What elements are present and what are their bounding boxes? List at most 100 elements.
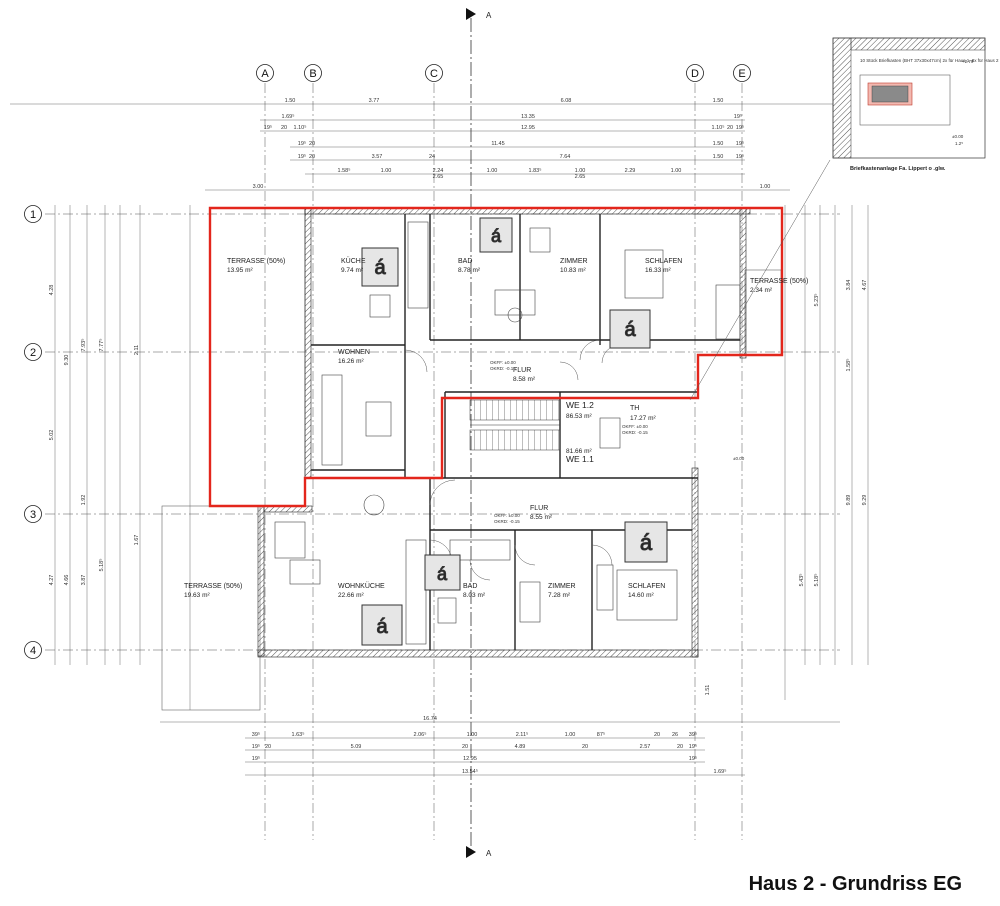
- dim-top-6-2: 1.00: [381, 168, 392, 174]
- dim-bottom-4-1: 19⁵: [252, 755, 260, 762]
- dim-left-10: 5.18⁵: [98, 559, 105, 572]
- room-name-terrasse-nw: TERRASSE (50%): [227, 258, 285, 265]
- dim-bottom-3-1: 19⁵: [252, 743, 260, 750]
- inset-level-bottom: ±0.00: [952, 134, 964, 139]
- drawing-title: Haus 2 - Grundriss EG: [748, 873, 962, 895]
- right-dimension-lines: [784, 205, 869, 700]
- dim-right-7: 5.43⁵: [798, 574, 805, 587]
- dim-bottom-4-2: 12.95: [463, 756, 477, 762]
- room-name-zimmer-bottom: ZIMMER: [548, 583, 576, 590]
- room-area-zimmer-top: 10.83 m²: [560, 267, 586, 274]
- svg-text:á: á: [437, 564, 448, 584]
- dim-bottom-2-8: 20: [654, 732, 660, 738]
- room-area-terrasse-ne: 2.34 m²: [750, 287, 773, 294]
- bottom-dimension-text: 16.74 39⁵ 1.63⁵ 2.06⁵ 1.00 2.11⁵ 1.00 87…: [252, 716, 727, 775]
- right-dimension-text: 3.84 4.67 5.23⁵ 1.58⁵ 9.89 9.29 5.43⁵ 5.…: [705, 280, 868, 696]
- column-axes: [264, 83, 743, 840]
- dim-top-7-2: 2.65: [433, 174, 444, 180]
- dim-left-5: 2.11: [134, 345, 140, 355]
- column-axis-bubbles: A B C D E: [256, 64, 751, 82]
- svg-text:á: á: [376, 616, 388, 638]
- dim-right-9: 1.51: [705, 685, 711, 696]
- dim-top-3-7: 19⁵: [736, 124, 744, 131]
- dim-left-9: 3.87: [81, 575, 87, 586]
- level-okrd-bottom: OKRD: -0.15: [494, 519, 520, 524]
- dim-top-3-1: 19⁵: [264, 124, 272, 131]
- room-area-schlafen-top: 16.33 m²: [645, 267, 671, 274]
- axis-label-4: 4: [30, 645, 36, 657]
- room-name-kueche: KÜCHE: [341, 257, 366, 265]
- dim-top-4-2: 20: [309, 141, 315, 147]
- dim-top-4-1: 19⁵: [298, 140, 306, 147]
- inset-level-top: +2.79: [962, 59, 974, 64]
- room-name-zimmer-top: ZIMMER: [560, 258, 588, 265]
- axis-label-1: 1: [30, 209, 36, 221]
- room-area-th: 17.27 m²: [630, 415, 656, 422]
- inset-note: 10 Stück Briefkasten (BHT 37x30x47cm) 2x…: [860, 58, 999, 63]
- room-labels: TERRASSE (50%) 13.95 m² KÜCHE 9.74 m² BA…: [184, 257, 808, 599]
- room-area-wohnen: 16.26 m²: [338, 358, 364, 365]
- unit-area-we-1-1: 81.66 m²: [566, 448, 592, 455]
- dim-top-5-3: 3.57: [372, 154, 383, 160]
- dim-bottom-2-1: 39⁵: [252, 731, 260, 738]
- dim-top-7-1: 3.00: [253, 184, 264, 190]
- dim-top-7-3: 2.65: [575, 174, 586, 180]
- axis-label-3: 3: [30, 509, 36, 521]
- dim-top-2-2: 13.35: [521, 114, 535, 120]
- room-area-zimmer-bottom: 7.28 m²: [548, 592, 571, 599]
- room-name-schlafen-top: SCHLAFEN: [645, 258, 682, 265]
- room-name-terrasse-ne: TERRASSE (50%): [750, 278, 808, 285]
- dim-bottom-2-7: 87⁵: [597, 731, 605, 738]
- dim-bottom-3-2: 20: [265, 744, 271, 750]
- mailbox-inset: 10 Stück Briefkasten (BHT 37x30x47cm) 2x…: [832, 37, 999, 172]
- dim-top-3-6: 20: [727, 125, 733, 131]
- room-name-th: TH: [630, 405, 639, 412]
- dim-bottom-3-9: 19⁵: [689, 743, 697, 750]
- bottom-dimension-lines: [160, 721, 840, 776]
- room-name-flur-bottom: FLUR: [530, 505, 548, 512]
- dim-top-5-4: 24: [429, 154, 435, 160]
- dim-bottom-4-3: 19⁵: [689, 755, 697, 762]
- dim-right-4: 1.58⁵: [845, 359, 852, 372]
- unit-id-we-1-2: WE 1.2: [566, 400, 594, 410]
- level-markers: OKFF: ±0.00 OKRD: -0.15 OKFF: ±0.00 OKRD…: [490, 360, 745, 524]
- dim-top-4-5: 19⁵: [736, 140, 744, 147]
- dim-bottom-2-4: 1.00: [467, 732, 478, 738]
- furniture: [274, 221, 741, 645]
- dim-right-5: 9.89: [846, 495, 852, 506]
- terrace-areas: [161, 207, 782, 711]
- svg-text:á: á: [640, 530, 653, 555]
- svg-text:á: á: [374, 257, 386, 279]
- exterior-walls: [257, 207, 751, 658]
- dim-right-1: 3.84: [846, 280, 852, 291]
- door-swings: [404, 339, 621, 581]
- room-area-flur-top: 8.58 m²: [513, 376, 536, 383]
- axis-label-2: 2: [30, 347, 36, 359]
- dim-top-3-5: 1.10⁵: [712, 124, 725, 131]
- dim-bottom-2-3: 2.06⁵: [414, 731, 427, 738]
- room-area-wohnkueche: 22.66 m²: [338, 592, 364, 599]
- dim-left-3: 7.93⁵: [80, 339, 87, 352]
- unit-labels: WE 1.2 86.53 m² WE 1.1 81.66 m²: [566, 400, 594, 464]
- dim-top-6-7: 2.29: [625, 168, 636, 174]
- inset-caption: Briefkastenanlage Fa. Lippert o .glw.: [850, 166, 946, 172]
- section-label-top: A: [486, 11, 492, 20]
- left-dimension-text: 4.28 9.30 7.93⁵ 7.77⁵ 2.11 5.02 1.92 4.6…: [49, 285, 140, 586]
- dim-top-6-4: 1.00: [487, 168, 498, 174]
- dim-top-5-2: 20: [309, 154, 315, 160]
- dim-bottom-5-1: 13.54⁵: [462, 768, 478, 775]
- dim-bottom-1-1: 16.74: [423, 716, 437, 722]
- dim-top-1-1: 1.50: [285, 98, 296, 104]
- room-name-schlafen-bottom: SCHLAFEN: [628, 583, 665, 590]
- dim-bottom-3-7: 2.57: [640, 744, 651, 750]
- dim-left-6: 5.02: [49, 430, 55, 441]
- dim-top-4-3: 11.45: [491, 141, 504, 147]
- dim-top-6-3: 2.24: [433, 168, 444, 174]
- row-axis-bubbles: 1 2 3 4: [24, 205, 42, 659]
- dim-bottom-2-6: 1.00: [565, 732, 576, 738]
- level-okff-top: OKFF: ±0.00: [490, 360, 516, 365]
- dim-bottom-3-6: 20: [582, 744, 588, 750]
- dim-bottom-5-2: 1.69⁵: [714, 768, 727, 775]
- dim-left-12: 1.67: [134, 535, 140, 546]
